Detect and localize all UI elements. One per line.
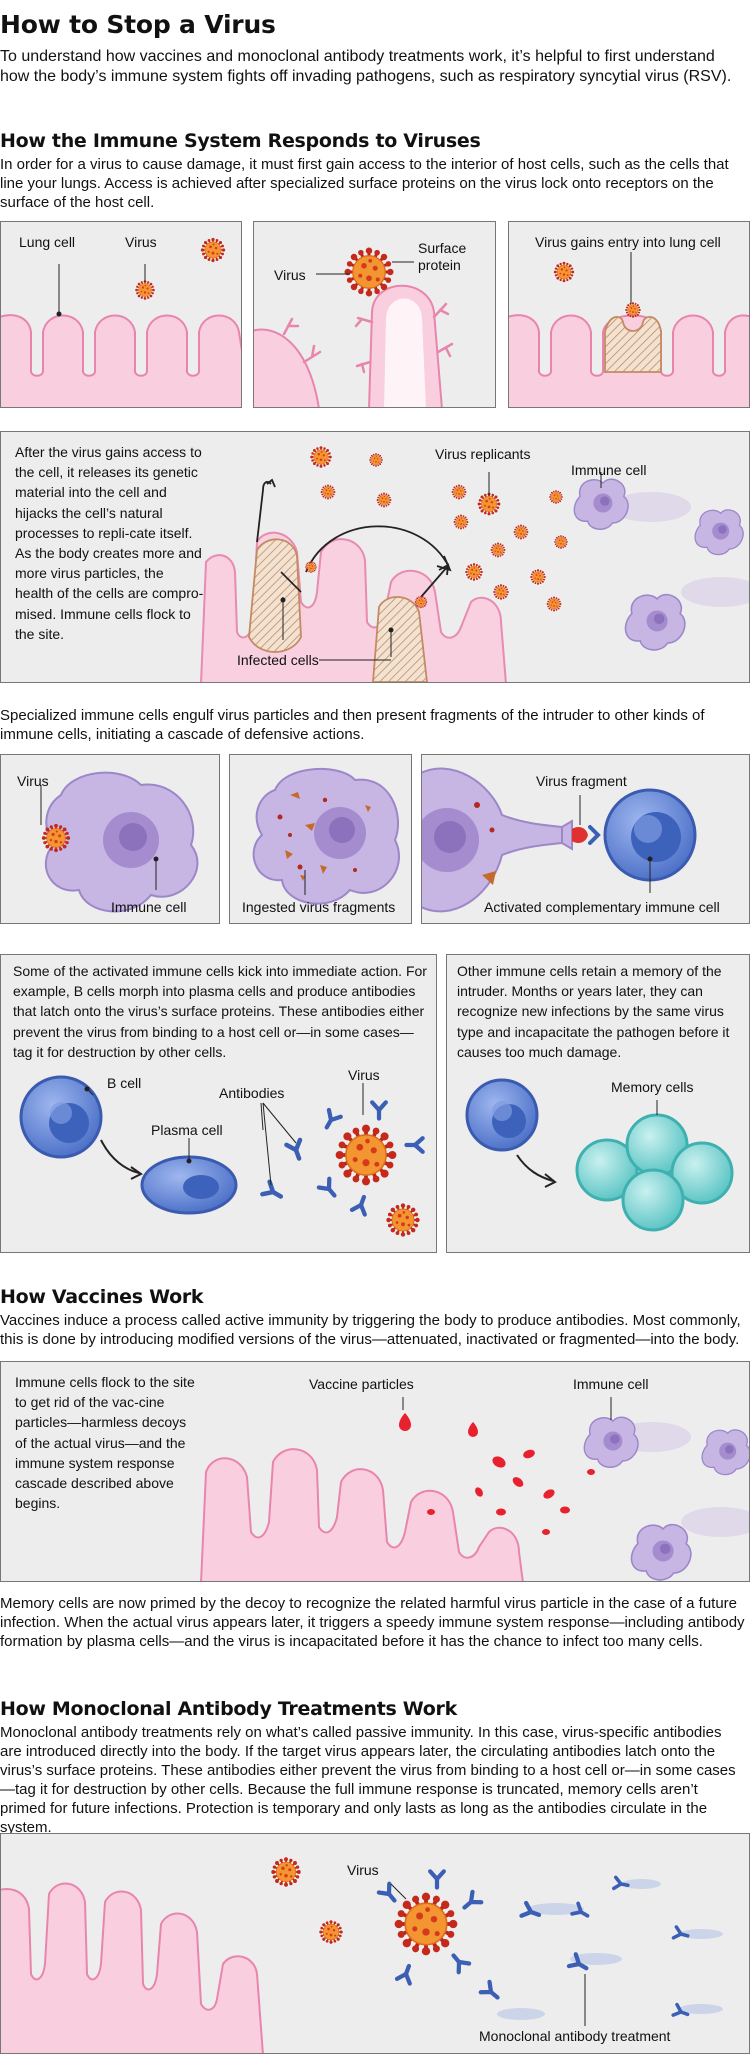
- memory-text: Other immune cells retain a memory of th…: [457, 963, 730, 1060]
- lung-cell-illustration: [1, 237, 241, 407]
- activated-cell-label: Activated complementary immune cell: [484, 899, 720, 915]
- surface-protein-illustration: [254, 246, 454, 407]
- vaccine-illustration: [200, 1397, 749, 1581]
- vaccines-text: Vaccines induce a process called active …: [0, 1312, 741, 1348]
- panel-replication: After the virus gains access to the cell…: [0, 431, 750, 683]
- memory-illustration: [465, 1078, 734, 1232]
- monoclonal-treatment-label: Monoclonal antibody treatment: [479, 2028, 671, 2044]
- memory-cells-label: Memory cells: [611, 1079, 694, 1095]
- ingested-illustration: [252, 767, 400, 905]
- antibodies-text: Some of the activated immune cells kick …: [13, 963, 427, 1060]
- immune-text: In order for a virus to cause damage, it…: [0, 156, 729, 211]
- panel-vaccine: Immune cells flock to the site to get ri…: [0, 1361, 750, 1582]
- activated-illustration: [422, 767, 697, 913]
- monoclonal-text: Monoclonal antibody treatments rely on w…: [0, 1724, 736, 1836]
- engulf-text: Specialized immune cells engulf virus pa…: [0, 707, 705, 743]
- monoclonal-heading: How Monoclonal Antibody Treatments Work: [0, 1698, 457, 1720]
- virus-label-antibodies: Virus: [348, 1067, 380, 1083]
- immune-heading: How the Immune System Responds to Viruse…: [0, 130, 481, 152]
- panel-memory: Other immune cells retain a memory of th…: [446, 954, 750, 1253]
- replication-illustration: [200, 445, 749, 682]
- virus-label-engulf: Virus: [17, 773, 49, 789]
- virus-fragment-label: Virus fragment: [536, 773, 627, 789]
- virus-entry-label: Virus gains entry into lung cell: [535, 234, 721, 250]
- replication-text: After the virus gains access to the cell…: [15, 444, 204, 642]
- virus-replicants-label: Virus replicants: [435, 446, 531, 462]
- panel-antibodies: Some of the activated immune cells kick …: [0, 954, 437, 1253]
- plasma-cell-label: Plasma cell: [151, 1122, 223, 1138]
- vaccine-particles-label: Vaccine particles: [309, 1376, 414, 1392]
- virus-entry-illustration: [509, 252, 749, 407]
- panel-ingested: Ingested virus fragments: [229, 754, 412, 924]
- intro-text: To understand how vaccines and monoclona…: [0, 48, 732, 85]
- monoclonal-illustration: [1, 1856, 723, 2053]
- immune-cell-label-vaccine: Immune cell: [573, 1376, 649, 1392]
- antibodies-label: Antibodies: [219, 1085, 285, 1101]
- b-cell-label: B cell: [107, 1075, 142, 1091]
- ingested-label: Ingested virus fragments: [242, 899, 396, 915]
- antibodies-illustration: [19, 1075, 437, 1238]
- panel-activated: Virus fragment Activated complementary i…: [421, 754, 750, 924]
- vaccines-heading: How Vaccines Work: [0, 1286, 204, 1308]
- vaccine-panel-text: Immune cells flock to the site to get ri…: [15, 1374, 195, 1512]
- immune-cell-label: Immune cell: [571, 462, 647, 478]
- panel-surface-protein: Virus Surface protein: [253, 221, 496, 408]
- lung-cell-label: Lung cell: [19, 234, 76, 250]
- immune-cell-label-engulf: Immune cell: [111, 899, 187, 915]
- panel-virus-entry: Virus gains entry into lung cell: [508, 221, 750, 408]
- panel-lung-cell: Lung cell Virus: [0, 221, 242, 408]
- engulf-illustration: [40, 771, 199, 913]
- vaccines-after-text: Memory cells are now primed by the decoy…: [0, 1595, 745, 1650]
- virus-label: Virus: [125, 234, 157, 250]
- virus-label-monoclonal: Virus: [347, 1862, 379, 1878]
- infected-cells-label: Infected cells: [237, 652, 319, 668]
- virus-label-2: Virus: [274, 267, 306, 283]
- panel-monoclonal: Virus Monoclonal antibody treatment: [0, 1833, 750, 2054]
- surface-protein-label: Surface protein: [418, 240, 467, 273]
- panel-engulf: Virus Immune cell: [0, 754, 220, 924]
- page-title: How to Stop a Virus: [0, 10, 276, 39]
